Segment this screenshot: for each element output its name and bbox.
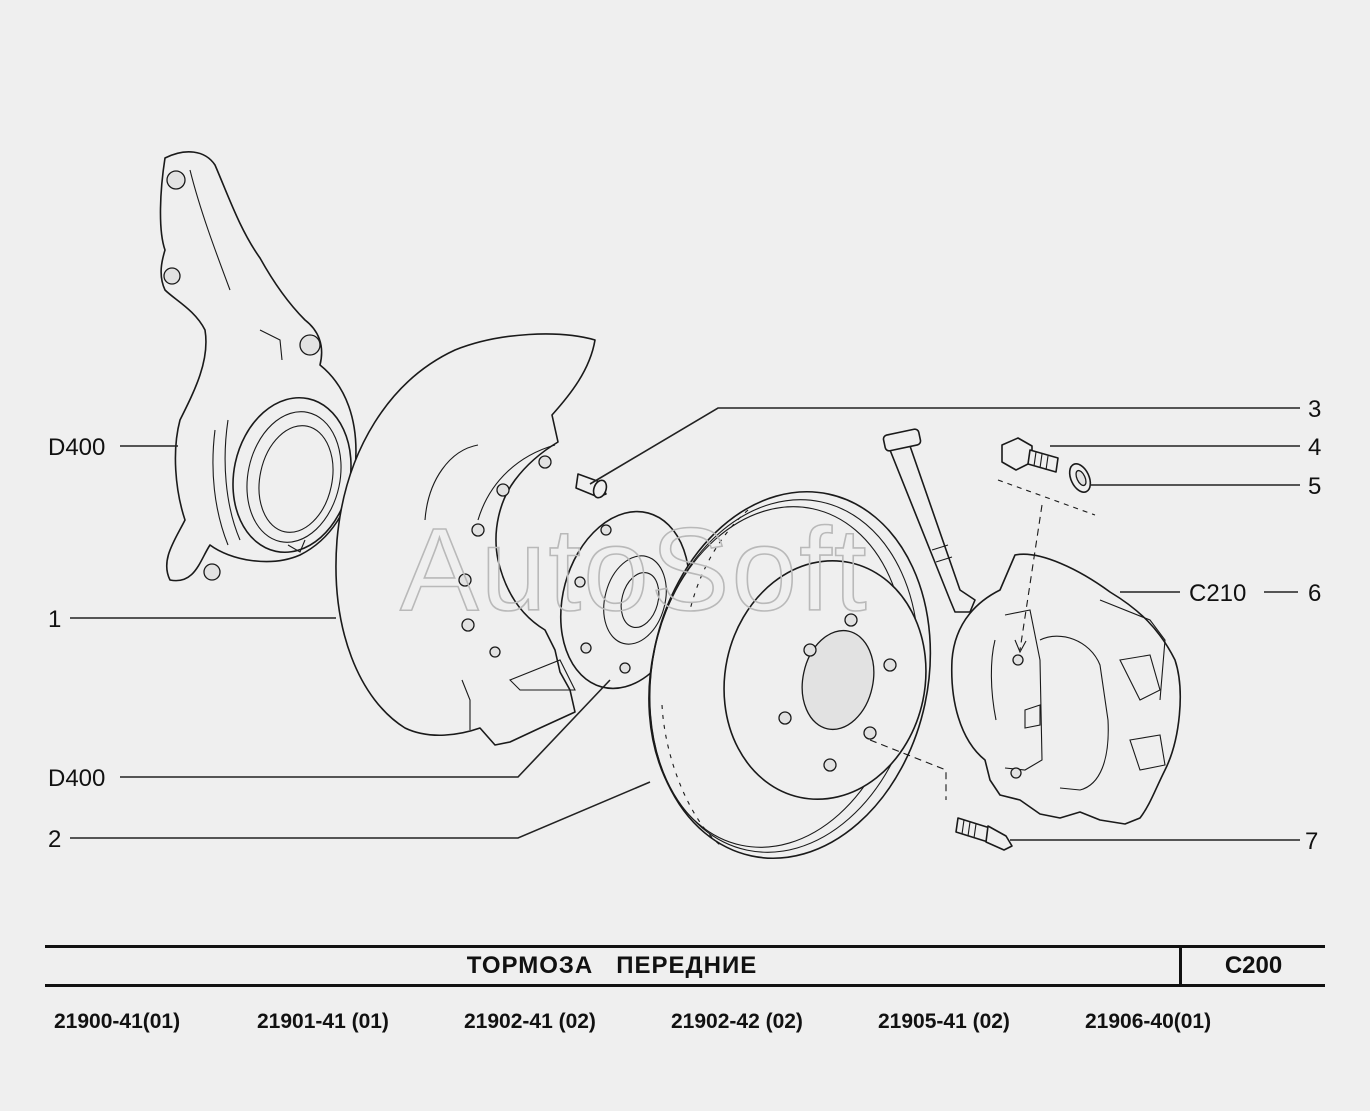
model-item: 21906-40(01) (1085, 1010, 1212, 1033)
model-item: 21902-42 (02) (671, 1010, 803, 1033)
label-2: 2 (48, 826, 61, 853)
watermark-text: AutoSoft (400, 504, 869, 636)
label-c210: C210 (1189, 580, 1246, 607)
label-3: 3 (1308, 396, 1321, 423)
title-divider (1179, 948, 1182, 984)
leader-lines (70, 407, 1300, 841)
model-item: 21901-41 (01) (257, 1010, 389, 1033)
bolt-7 (955, 817, 1013, 851)
label-4: 4 (1308, 434, 1321, 461)
bolt-4 (1001, 437, 1059, 473)
callout-labels: D400 1 D400 2 3 4 5 C210 6 7 (48, 396, 1321, 855)
brake-hose (882, 428, 976, 613)
title-block: ТОРМОЗА ПЕРЕДНИЕ C200 (45, 945, 1325, 987)
model-list: 21900-41(01) 21901-41 (01) 21902-41 (02)… (45, 1010, 1325, 1040)
page-title: ТОРМОЗА ПЕРЕДНИЕ (466, 952, 758, 979)
label-6: 6 (1308, 580, 1321, 607)
washer-5 (1068, 463, 1092, 493)
label-d400-top: D400 (48, 434, 105, 461)
label-1: 1 (48, 606, 61, 633)
page-code: C200 (1224, 952, 1283, 979)
brake-assembly-diagram: AutoSoft D400 1 D400 2 3 4 5 C210 6 7 (48, 151, 1321, 860)
steering-knuckle (159, 151, 357, 582)
assembly-guides (869, 479, 1096, 800)
brake-disc (648, 490, 932, 860)
label-d400-bottom: D400 (48, 765, 105, 792)
brake-shield (335, 333, 596, 746)
model-item: 21900-41(01) (54, 1010, 181, 1033)
brake-caliper (950, 553, 1181, 825)
model-item: 21905-41 (02) (878, 1010, 1010, 1033)
model-item: 21902-41 (02) (464, 1010, 596, 1033)
bolt-3 (575, 473, 608, 499)
label-7: 7 (1305, 828, 1318, 855)
label-5: 5 (1308, 473, 1321, 500)
